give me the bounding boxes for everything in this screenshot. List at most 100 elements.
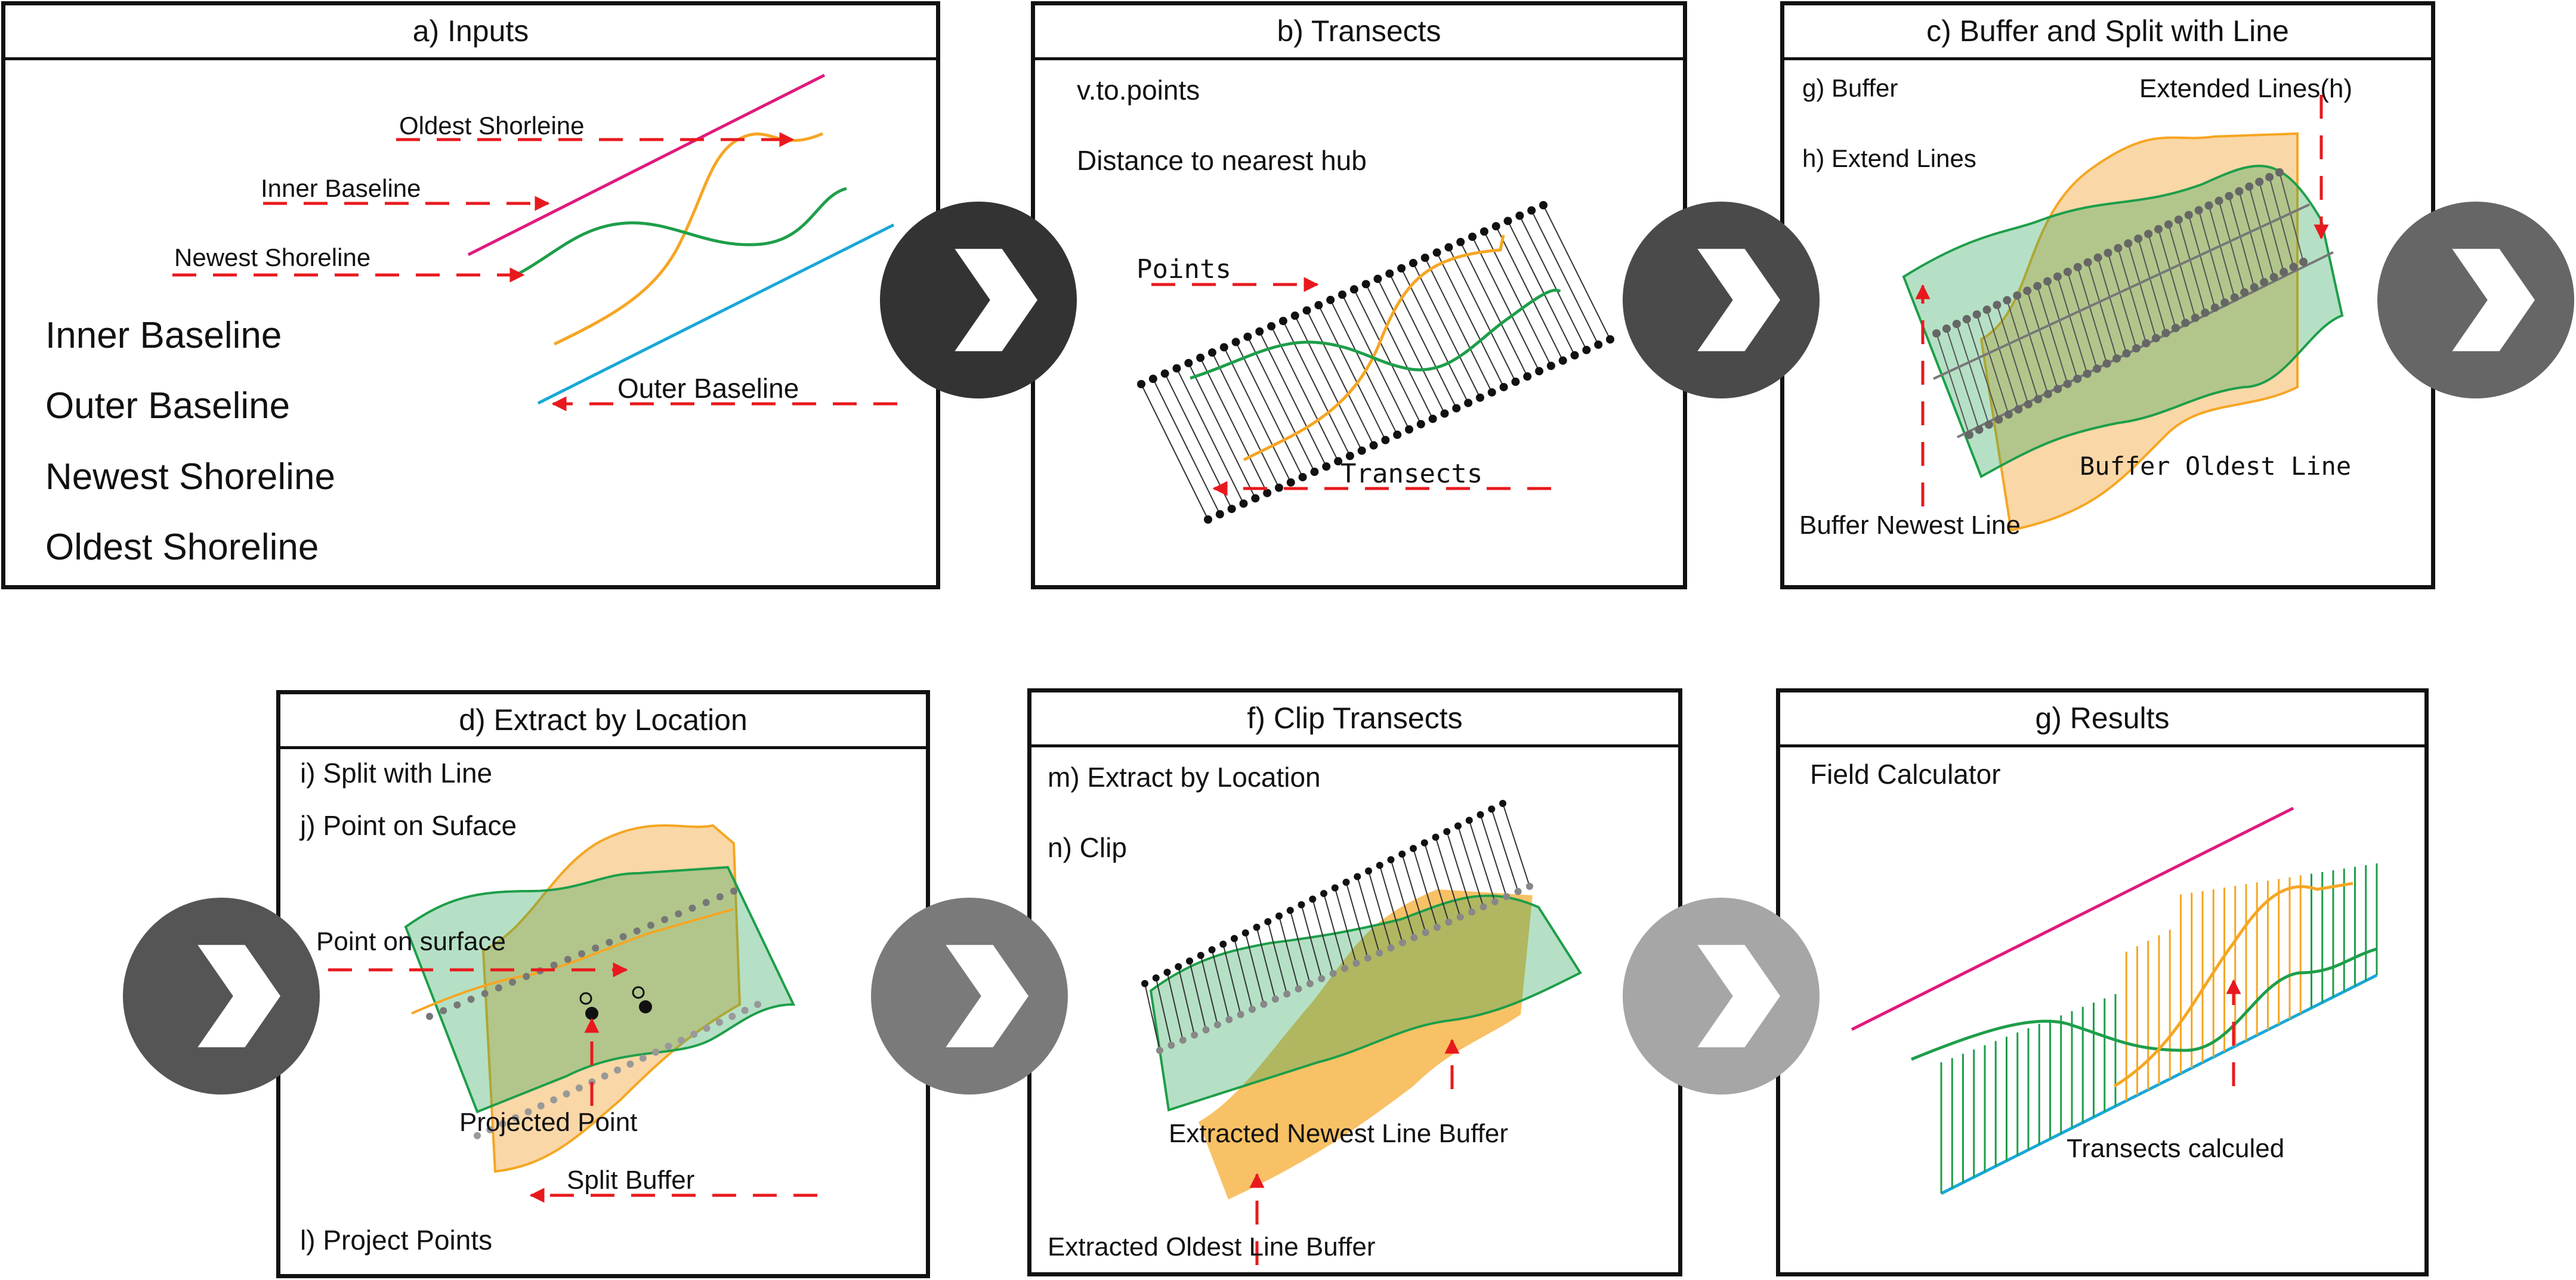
legend-inner-baseline: Inner Baseline — [45, 315, 282, 356]
transect-point — [578, 950, 585, 957]
transect-point — [606, 938, 613, 946]
transect-point — [1515, 211, 1524, 220]
transect-point — [1357, 446, 1366, 455]
transect-point — [1410, 933, 1418, 941]
transect-point — [564, 956, 572, 963]
transect-point — [509, 978, 517, 986]
transect-point — [728, 1013, 736, 1020]
transect-point — [1422, 929, 1429, 936]
annotation-transects-calculed: Transects calculed — [2067, 1134, 2285, 1163]
transect-point — [1432, 248, 1441, 257]
transect-point — [1546, 361, 1555, 370]
inner-baseline-line — [1851, 806, 2294, 1031]
transect-point — [1295, 985, 1302, 993]
chevron-right-icon — [2377, 202, 2574, 398]
transect-point — [1488, 805, 1496, 813]
transect-point — [1260, 1000, 1268, 1008]
transect-point — [1420, 839, 1428, 847]
transect-point — [1334, 457, 1343, 466]
transect-point — [626, 1061, 634, 1068]
transect-point — [2043, 389, 2052, 398]
transect-point — [1445, 919, 1453, 926]
panel-clip-transects: f) Clip Transects m) Extract by Location… — [1027, 688, 1682, 1276]
transect-point — [1271, 995, 1279, 1003]
transect-point — [690, 1031, 698, 1038]
transect-point — [2289, 262, 2298, 271]
transect-point — [1160, 369, 1169, 378]
transect-point — [1202, 1026, 1210, 1034]
transect-point — [1341, 964, 1348, 972]
transect-point — [1213, 1021, 1221, 1029]
annotation-buffer-newest: Buffer Newest Line — [1799, 511, 2021, 540]
transect-point — [1409, 259, 1417, 268]
transect-point — [1440, 409, 1449, 418]
transect-point — [1456, 913, 1464, 921]
transect-point — [1241, 929, 1249, 937]
transect-point — [2083, 369, 2092, 378]
chevron-right-icon — [123, 898, 320, 1095]
chevron-right-icon — [880, 202, 1077, 398]
transect-point — [1503, 217, 1512, 225]
transect-point — [754, 1001, 761, 1008]
transect-point — [614, 1066, 621, 1074]
transect-point — [1215, 510, 1224, 519]
annotation-inner-baseline: Inner Baseline — [261, 174, 421, 202]
transect-point — [1487, 388, 1496, 397]
transect-point — [1511, 378, 1520, 387]
transect-point — [1468, 908, 1476, 916]
transect-point — [486, 1126, 494, 1133]
transect-point — [1385, 269, 1394, 278]
transect-point — [1527, 206, 1536, 215]
transect-point — [592, 944, 600, 952]
legend-outer-baseline: Outer Baseline — [45, 385, 291, 426]
transect-point — [550, 1096, 558, 1103]
transect-point — [1514, 888, 1522, 895]
transect-point — [1278, 317, 1287, 326]
transect-point — [601, 1072, 609, 1080]
transect-point — [1219, 343, 1228, 352]
transect-point — [1275, 912, 1283, 920]
transect-point — [1243, 332, 1252, 341]
transect-point — [1444, 243, 1453, 252]
transect-point — [2265, 172, 2274, 181]
panel-buffer-split: c) Buffer and Split with Line g) Buffer … — [1780, 1, 2435, 589]
transect-point — [633, 927, 641, 935]
transect-point — [1175, 963, 1182, 970]
transect-point — [1398, 850, 1406, 858]
transect-point — [2063, 379, 2072, 388]
transect-point — [1376, 949, 1383, 957]
transect-point — [1984, 420, 1993, 429]
transect-point — [1253, 923, 1261, 931]
transect-point — [1376, 861, 1383, 869]
inner-baseline-line — [467, 73, 826, 256]
transect-point — [647, 922, 654, 929]
transect-point — [467, 995, 475, 1003]
transect-point — [1167, 1041, 1175, 1049]
panel-title: f) Clip Transects — [1031, 692, 1678, 747]
transect-point — [2154, 225, 2163, 234]
panel-f-line-1: m) Extract by Location — [1048, 762, 1321, 793]
transect-point — [1249, 1006, 1256, 1013]
panel-c-line-1: g) Buffer — [1802, 74, 1898, 102]
transect-point — [2134, 234, 2143, 243]
transect-point — [1318, 975, 1326, 982]
transect-point — [1274, 483, 1283, 492]
transect-point — [2023, 286, 2032, 295]
transect-point — [1267, 321, 1276, 330]
transect-point — [1251, 494, 1260, 503]
annotation-points: Points — [1136, 254, 1231, 285]
transect-point — [1526, 883, 1533, 890]
panel-d-line-1: i) Split with Line — [300, 758, 493, 789]
transect-point — [1491, 898, 1499, 905]
transect-point — [1286, 907, 1294, 914]
transect-point — [1314, 301, 1323, 310]
transect-point — [1398, 939, 1406, 947]
transect-point — [1191, 1031, 1199, 1039]
transect-point — [2024, 400, 2033, 409]
transect-point — [2201, 308, 2210, 317]
panel-results: g) Results Field Calculator Transects ca… — [1776, 688, 2429, 1276]
transect-point — [1231, 338, 1240, 347]
transect-point — [1225, 1016, 1233, 1024]
transect-point — [715, 1019, 723, 1026]
transect-point — [2014, 405, 2023, 414]
